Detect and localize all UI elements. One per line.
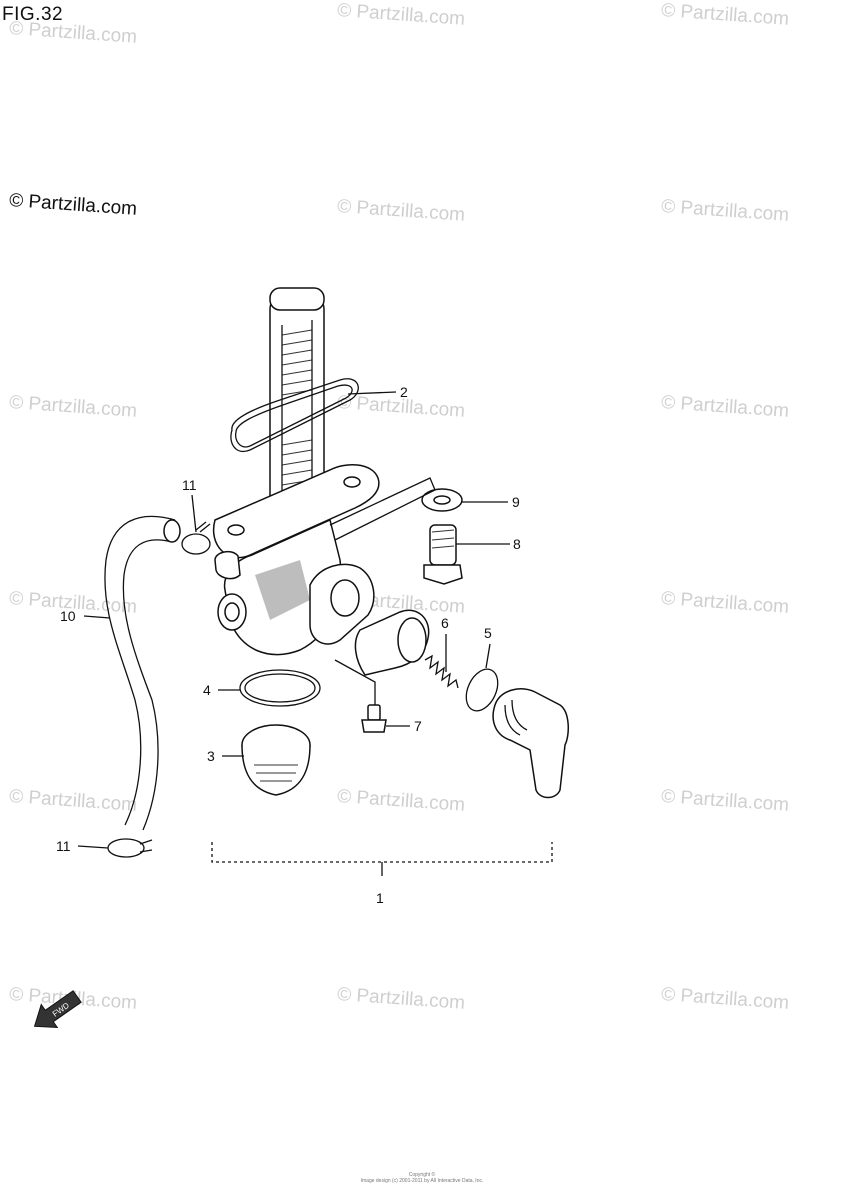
fuel-hose-10	[104, 515, 181, 831]
callout-1: 1	[376, 890, 384, 906]
footer-copyright: Copyright © Image design (c) 2001-2011 b…	[0, 1172, 844, 1184]
bolt-8	[423, 524, 463, 585]
hose-clip-11-upper	[181, 521, 211, 555]
oring-4	[239, 669, 321, 707]
oring-5	[465, 668, 499, 712]
spring	[424, 654, 459, 689]
hose-clip-11-lower	[107, 838, 153, 858]
assembly-bracket	[211, 842, 553, 863]
valve-lever	[492, 688, 570, 799]
callout-2: 2	[400, 384, 408, 400]
callout-4: 4	[203, 682, 211, 698]
callout-7: 7	[414, 718, 422, 734]
valve-body	[214, 518, 375, 656]
screw-7	[361, 704, 387, 733]
callout-8: 8	[513, 536, 521, 552]
forward-arrow-icon: FWD	[33, 990, 82, 1029]
sediment-cup-3	[241, 724, 311, 796]
callout-10: 10	[60, 608, 76, 624]
callout-3: 3	[207, 748, 215, 764]
valve-lever-shaft	[354, 609, 430, 676]
callout-9: 9	[512, 494, 520, 510]
fuel-strainer	[269, 287, 325, 521]
footer-line-2: Image design (c) 2001-2011 by All Intera…	[360, 1178, 484, 1184]
washer-9	[421, 488, 463, 512]
callout-11-lower: 11	[56, 838, 71, 854]
callout-11-upper: 11	[182, 477, 197, 493]
callout-6: 6	[441, 615, 449, 631]
mounting-flange	[212, 464, 380, 559]
gasket-oring	[230, 378, 359, 453]
callout-5: 5	[484, 625, 492, 641]
figure-title: FIG.32	[2, 4, 64, 25]
footer-line-1: Copyright ©	[408, 1172, 436, 1178]
